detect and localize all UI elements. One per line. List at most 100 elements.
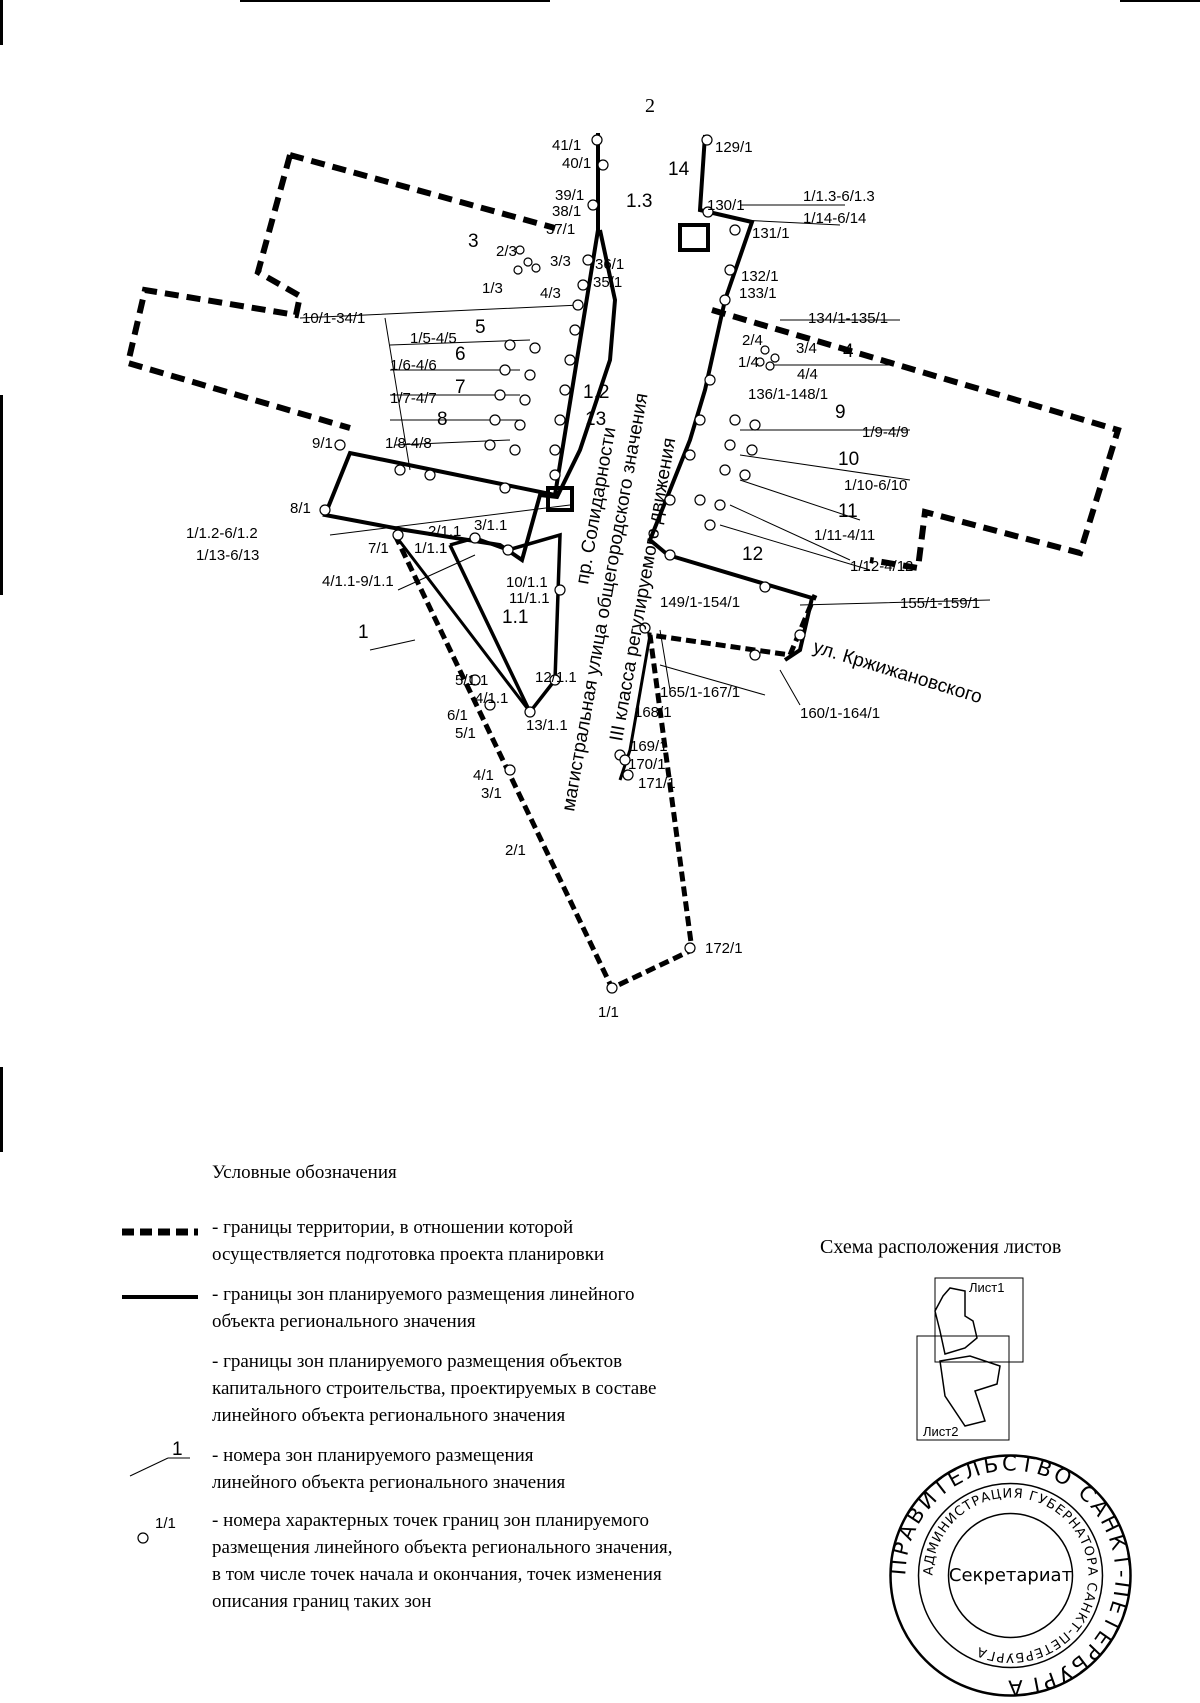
point-label: 11/1.1: [509, 590, 550, 607]
territory-boundary: [124, 152, 1122, 572]
legend-symbol-linear-zone: [122, 1295, 198, 1299]
zone-label-7: 7: [455, 377, 466, 398]
legend-symbol-point: 1/1: [137, 1515, 176, 1544]
boundary-point-circles: [319, 134, 806, 994]
zone-label-13: 13: [585, 409, 606, 430]
point-label: 35/1: [593, 274, 622, 291]
point-label: 7/1: [368, 540, 389, 557]
point-label: 1/10-6/10: [844, 477, 907, 494]
legend-item-capital-zone: - границы зон планируемого размещения об…: [212, 1351, 657, 1426]
point-label: 3/1: [481, 785, 502, 802]
leader-lines: [299, 204, 991, 706]
point-label: 9/1: [312, 435, 333, 452]
point-label: 160/1-164/1: [800, 705, 880, 722]
svg-text:1: 1: [172, 1440, 183, 1460]
zone-label-5: 5: [475, 317, 486, 338]
legend-item-zone-number: - номера зон планируемого размещения лин…: [212, 1445, 566, 1493]
zone-boundary-south: [393, 534, 652, 781]
point-label: 1/1: [598, 1004, 619, 1021]
point-label: 1/1.2-6/1.2: [186, 525, 258, 542]
point-label: 131/1: [752, 225, 790, 242]
point-label: 1/12-4/12: [850, 558, 913, 575]
sheet-layout-scheme: Лист1 Лист2: [916, 1277, 1024, 1441]
zone-label-6: 6: [455, 344, 466, 365]
point-label: 1/1.1: [414, 540, 447, 557]
point-label: 171/1: [638, 775, 676, 792]
zone-label-1: 1: [358, 622, 369, 643]
planning-map: 14 1.3 3 5 6 7 8 1.2 13 4 9 10 11 12 1.1…: [124, 133, 1122, 1021]
point-label: 5/1.1: [455, 672, 488, 689]
zone-label-3: 3: [468, 231, 479, 252]
point-label: 149/1-154/1: [660, 594, 740, 611]
scheme-title: Схема расположения листов: [820, 1236, 1062, 1258]
point-label: 1/4: [738, 354, 759, 371]
left-edge-mark: [0, 1067, 3, 1152]
point-label: 2/3: [496, 243, 517, 260]
zone-label-10: 10: [838, 449, 859, 470]
point-label: 129/1: [715, 139, 753, 156]
point-label: 132/1: [741, 268, 779, 285]
point-label: 10/1-34/1: [302, 310, 365, 327]
legend-title: Условные обозначения: [212, 1162, 397, 1183]
point-label: 165/1-167/1: [660, 684, 740, 701]
point-label: 41/1: [552, 137, 581, 154]
left-edge-mark: [0, 395, 3, 595]
zone-label-11: 11: [838, 501, 858, 522]
point-label: 4/1.1-9/1.1: [322, 573, 394, 590]
point-label: 155/1-159/1: [900, 595, 980, 612]
point-label: 4/4: [797, 366, 818, 383]
zone-label-4: 4: [843, 341, 854, 362]
point-label: 1/13-6/13: [196, 547, 259, 564]
point-label: 2/1: [505, 842, 526, 859]
point-label: 1/5-4/5: [410, 330, 457, 347]
point-label: 13/1.1: [526, 717, 568, 734]
point-label: 136/1-148/1: [748, 386, 828, 403]
svg-text:1/1: 1/1: [155, 1515, 176, 1532]
page-number: 2: [645, 95, 655, 117]
zone-label-1-2: 1.2: [583, 382, 609, 403]
point-label: 4/1.1: [475, 690, 508, 707]
legend-item-point-number: - номера характерных точек границ зон пл…: [212, 1510, 673, 1612]
point-label: 5/1: [455, 725, 476, 742]
zone-label-1-1: 1.1: [502, 607, 528, 628]
top-edge-mark: [1120, 0, 1200, 2]
point-label: 6/1: [447, 707, 468, 724]
zone-label-1-3: 1.3: [626, 191, 652, 212]
stamp-center-text: Секретариат: [949, 1565, 1072, 1586]
zone-label-12: 12: [742, 544, 763, 565]
zone-label-14: 14: [668, 159, 690, 180]
point-label: 169/1: [630, 738, 668, 755]
point-label: 3/1.1: [474, 517, 507, 534]
point-label: 1/14-6/14: [803, 210, 866, 227]
point-label: 1/3: [482, 280, 503, 297]
point-label: 38/1: [552, 203, 581, 220]
point-label: 1/9-4/9: [862, 424, 909, 441]
point-label: 2/1.1: [428, 523, 461, 540]
point-label: 130/1: [707, 197, 745, 214]
point-label: 36/1: [595, 256, 624, 273]
zone-label-9: 9: [835, 402, 846, 423]
point-label: 172/1: [705, 940, 743, 957]
point-label: 37/1: [546, 221, 575, 238]
point-label: 10/1.1: [506, 574, 548, 591]
point-label: 1/7-4/7: [390, 390, 437, 407]
point-label: 4/3: [540, 285, 561, 302]
point-label: 39/1: [555, 187, 584, 204]
legend-symbol-zone-number: 1: [129, 1440, 190, 1477]
legend-item-territory: - границы территории, в отношении которо…: [212, 1217, 605, 1265]
sheet-2-label: Лист2: [923, 1424, 958, 1439]
point-label: 8/1: [290, 500, 311, 517]
point-label: 12/1.1: [535, 669, 577, 686]
point-label: 1/1.3-6/1.3: [803, 188, 875, 205]
zone-label-8: 8: [437, 409, 448, 430]
point-label: 4/1: [473, 767, 494, 784]
point-label: 1/8-4/8: [385, 435, 432, 452]
point-label: 134/1-135/1: [808, 310, 888, 327]
top-edge-mark: [240, 0, 550, 2]
point-label: 3/3: [550, 253, 571, 270]
point-label: 1/11-4/11: [814, 527, 875, 544]
official-stamp: ПРАВИТЕЛЬСТВО САНКТ-ПЕТЕРБУРГА АДМИНИСТР…: [888, 1453, 1132, 1698]
zone-13-square: [546, 486, 574, 512]
point-label: 2/4: [742, 332, 763, 349]
point-label: 40/1: [562, 155, 591, 172]
